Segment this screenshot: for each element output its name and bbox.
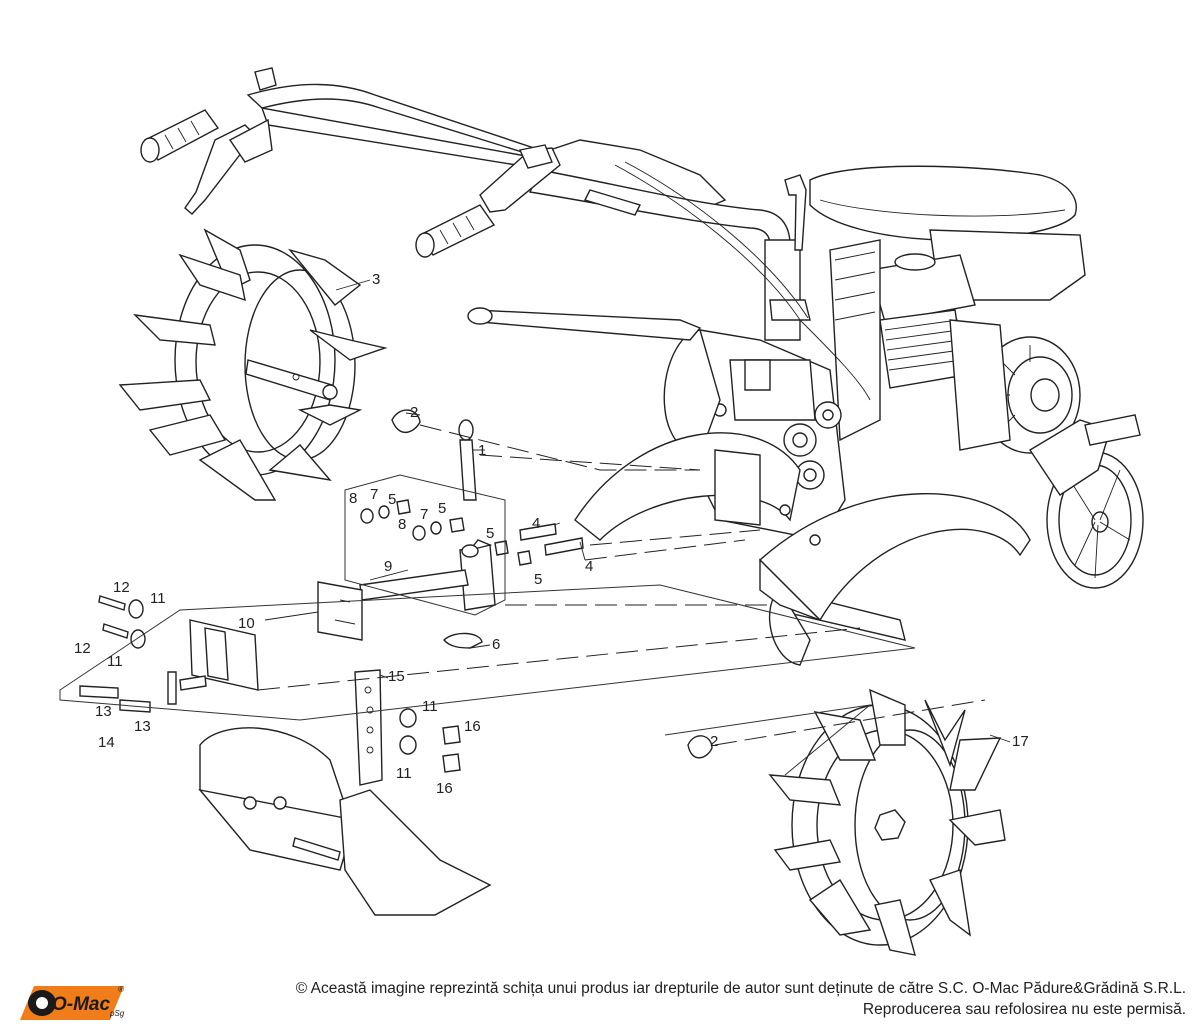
callout-11: 11 (150, 590, 166, 607)
copyright-line-2: Reproducerea sau refolosirea nu este per… (862, 1001, 1186, 1018)
callout-8: 8 (349, 490, 357, 507)
callout-2: 2 (710, 733, 718, 750)
logo-ring-hole (36, 997, 48, 1009)
callout-17: 17 (1012, 733, 1029, 750)
callout-9: 9 (384, 558, 392, 575)
hitch-parts (79, 409, 713, 916)
callout-4: 4 (532, 515, 540, 532)
callout-7: 7 (370, 486, 378, 503)
callout-13: 13 (95, 703, 112, 720)
copyright-notice: © Această imagine reprezintă schița unui… (296, 978, 1186, 1020)
callout-11: 11 (422, 698, 438, 715)
callout-11: 11 (107, 653, 123, 670)
footer: O-Mac pSg ® © Această imagine reprezintă… (0, 972, 1200, 1030)
copyright-line-1: © Această imagine reprezintă schița unui… (295, 980, 1186, 997)
callout-16: 16 (436, 780, 453, 797)
callout-14: 14 (98, 734, 115, 751)
callout-labels: 1 2 2 3 4 4 5 5 5 5 6 7 7 8 8 9 10 11 11… (74, 271, 1029, 797)
tine-wheel-right (768, 688, 1006, 956)
callout-13: 13 (134, 718, 151, 735)
callout-8: 8 (398, 516, 406, 533)
callout-12: 12 (113, 579, 130, 596)
callout-3: 3 (372, 271, 380, 288)
logo-registered-mark: ® (118, 985, 124, 994)
callout-16: 16 (464, 718, 481, 735)
callout-5: 5 (438, 500, 446, 517)
callout-12: 12 (74, 640, 91, 657)
callout-4: 4 (585, 558, 593, 575)
tine-wheel-left (118, 228, 388, 501)
logo-text: O-Mac (52, 994, 111, 1015)
callout-10: 10 (238, 615, 255, 632)
callout-11: 11 (396, 765, 412, 782)
callout-5: 5 (534, 571, 542, 588)
callout-5: 5 (388, 491, 396, 508)
callout-7: 7 (420, 506, 428, 523)
callout-1: 1 (478, 442, 486, 459)
handlebar-assembly (140, 67, 811, 341)
tiller-engine-body (467, 161, 1144, 666)
callout-15: 15 (388, 668, 405, 685)
logo-subtext: pSg (109, 1009, 125, 1018)
omac-logo: O-Mac pSg ® (20, 985, 125, 1020)
exploded-parts-diagram: 1 2 2 3 4 4 5 5 5 5 6 7 7 8 8 9 10 11 11… (59, 67, 1144, 956)
leader-lines (59, 279, 1011, 776)
callout-6: 6 (492, 636, 500, 653)
callout-2: 2 (410, 404, 418, 421)
callout-5: 5 (486, 525, 494, 542)
